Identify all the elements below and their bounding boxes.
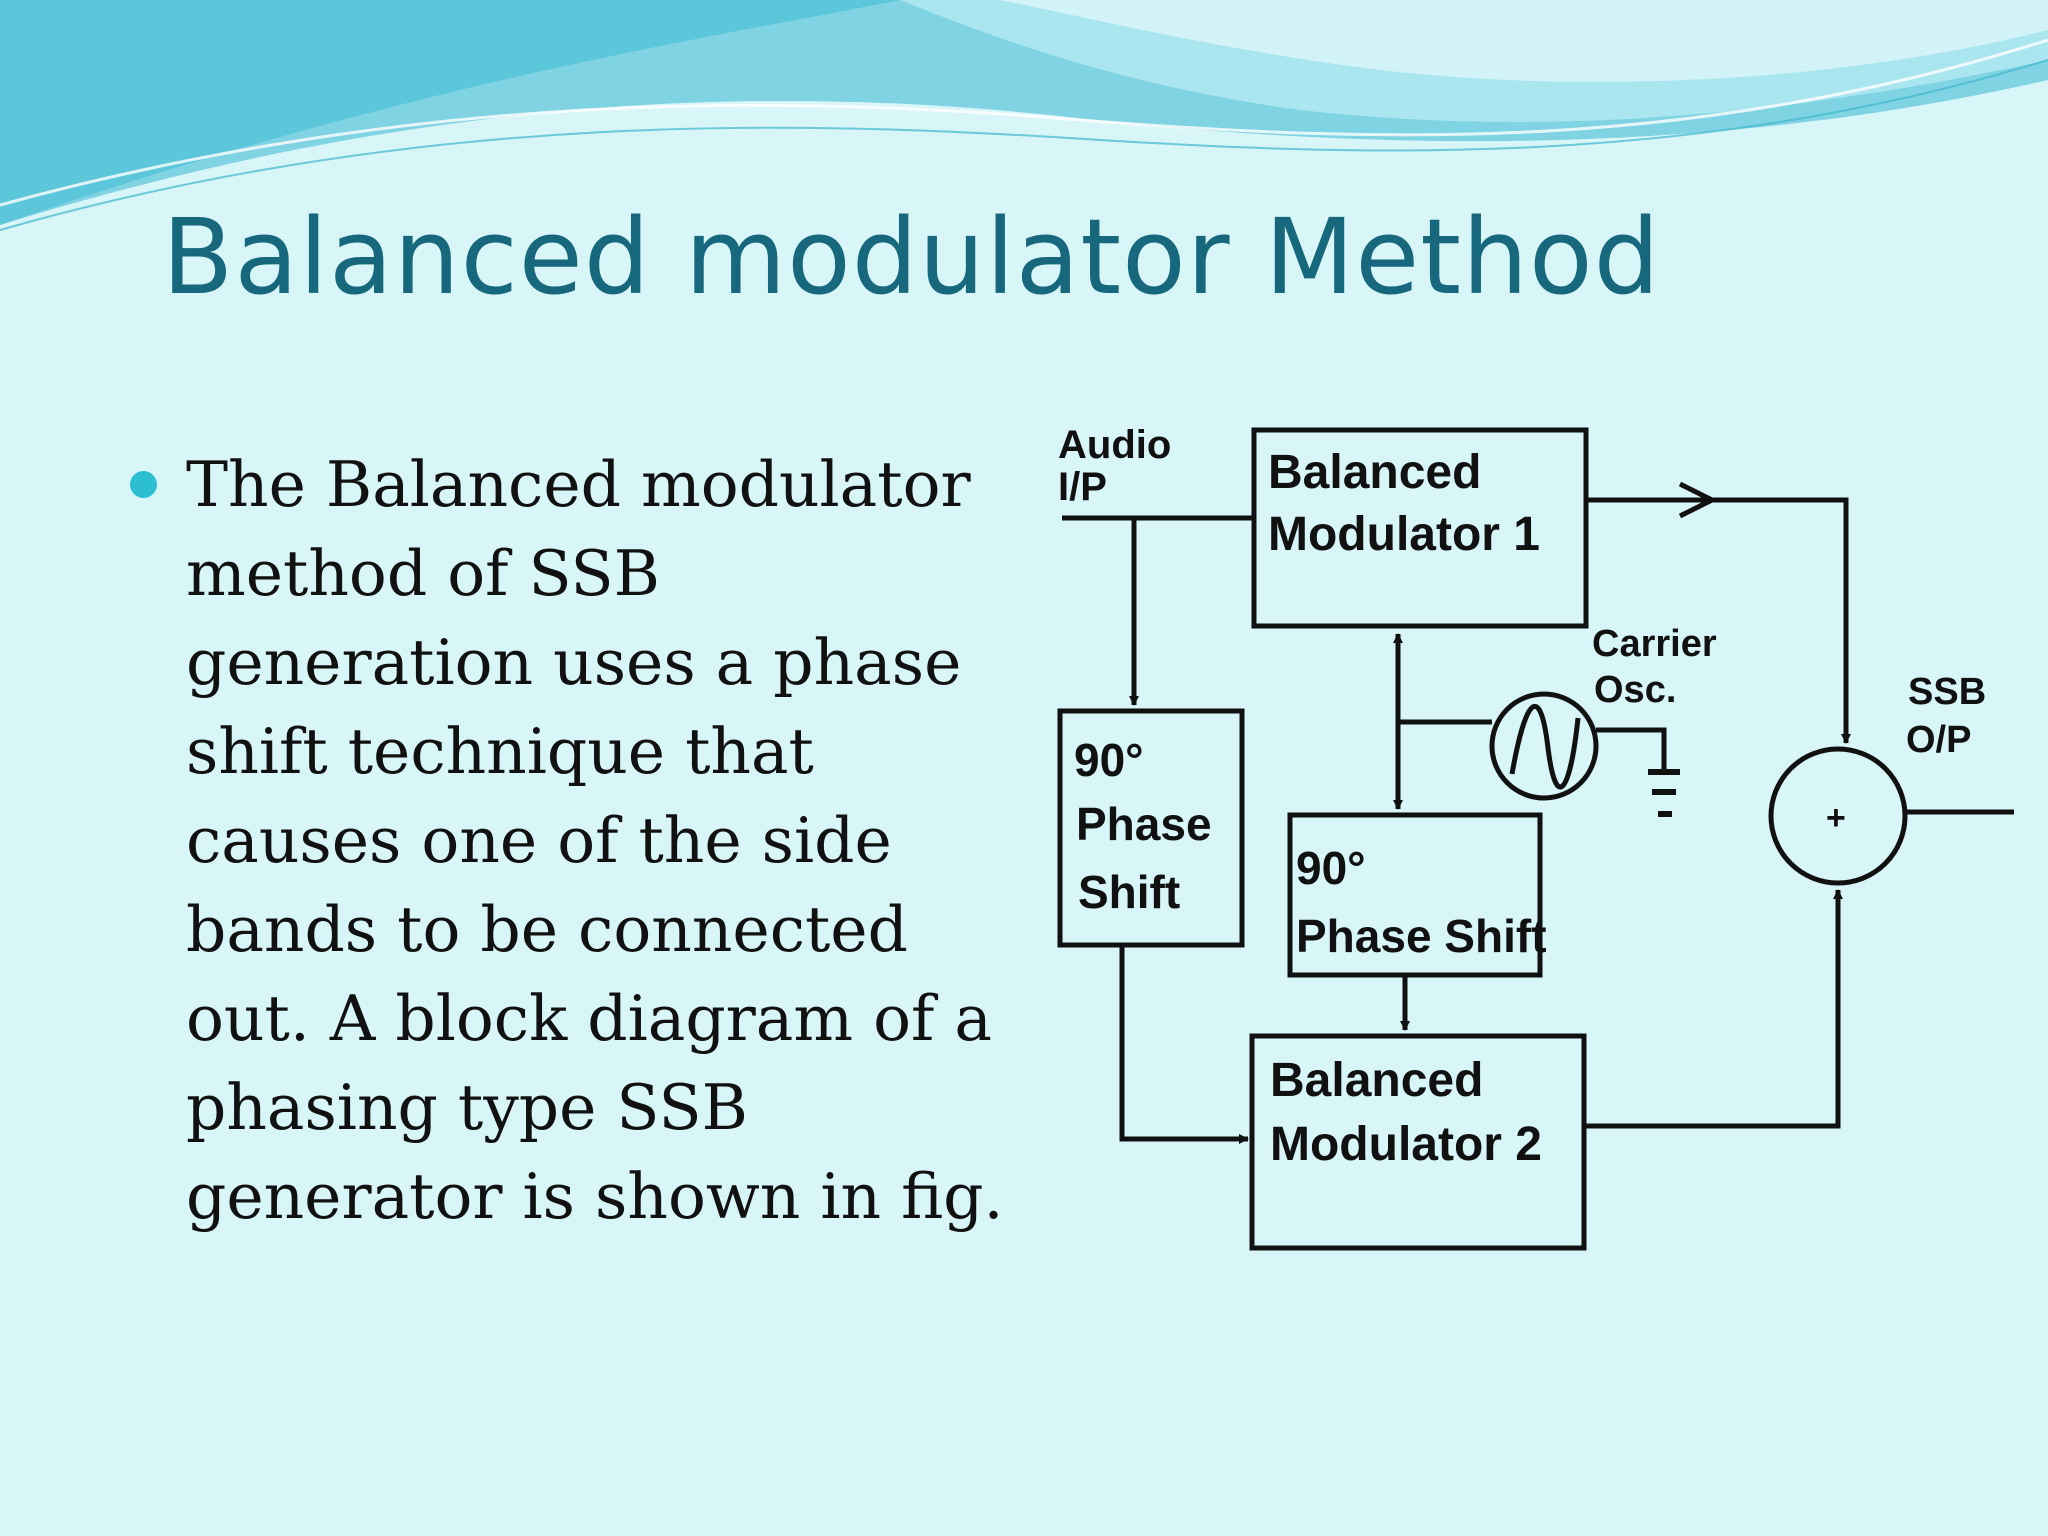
osc-ground-wire — [1596, 727, 1667, 772]
slide-title: Balanced modulator Method — [162, 196, 1661, 318]
sine-wave-icon — [1509, 704, 1581, 790]
balanced-modulator-2-box — [1249, 1033, 1587, 1251]
bullet-icon — [130, 471, 157, 498]
ssb-output-label: SSB — [1908, 671, 1986, 713]
audio-input-label: I/P — [1058, 465, 1107, 509]
bullet-line: phasing type SSB — [186, 1071, 748, 1144]
top-wave-highlight — [1000, 0, 2048, 82]
bullet-line: method of SSB — [186, 537, 660, 610]
phase-shift-left-label: Shift — [1078, 866, 1180, 918]
bm1-to-adder-wire — [1586, 497, 1851, 744]
balanced-modulator-2-label: Modulator 2 — [1270, 1118, 1542, 1171]
balanced-modulator-1-label: Balanced — [1268, 446, 1481, 499]
bullet-paragraph: The Balanced modulator method of SSB gen… — [186, 440, 1006, 1241]
phase-shift-right-label: 90° — [1296, 842, 1366, 894]
phase-shift-left-box — [1057, 708, 1245, 948]
top-wave-dark — [0, 0, 900, 225]
phase-shift-left-label: 90° — [1074, 734, 1144, 786]
bm1-output-arrow-icon — [1678, 481, 1718, 519]
bullet-line: The Balanced modulator — [186, 448, 971, 521]
audio-input-label: Audio — [1058, 423, 1171, 467]
phase-shift-right-label: Phase Shift — [1296, 910, 1547, 962]
balanced-modulator-2-label: Balanced — [1270, 1054, 1483, 1107]
phase-shift-to-bm2-wire — [1119, 945, 1249, 1144]
phase-shift-right-box — [1287, 812, 1543, 978]
carrier-osc-label: Osc. — [1594, 669, 1676, 711]
carrier-oscillator-icon — [1489, 691, 1599, 801]
bullet-line: generator is shown in fig. — [186, 1160, 1004, 1233]
wave-stroke-2 — [0, 59, 2048, 231]
bullet-line: bands to be connected — [186, 893, 908, 966]
bullet-line: generation uses a phase — [186, 626, 962, 699]
carrier-osc-label: Carrier — [1592, 623, 1717, 665]
wave-stroke-1 — [0, 38, 2048, 207]
bullet-line: out. A block diagram of a — [186, 982, 992, 1055]
bullet-line: causes one of the side — [186, 804, 892, 877]
adder-circle — [1768, 746, 1908, 886]
bm2-to-adder-wire — [1584, 889, 1843, 1129]
phase-shift-left-label: Phase — [1076, 798, 1212, 850]
bullet-line: shift technique that — [186, 715, 814, 788]
adder-plus-label: + — [1826, 799, 1846, 837]
ssb-output-label: O/P — [1906, 719, 1971, 761]
balanced-modulator-1-box — [1251, 427, 1589, 629]
balanced-modulator-1-label: Modulator 1 — [1268, 508, 1540, 561]
